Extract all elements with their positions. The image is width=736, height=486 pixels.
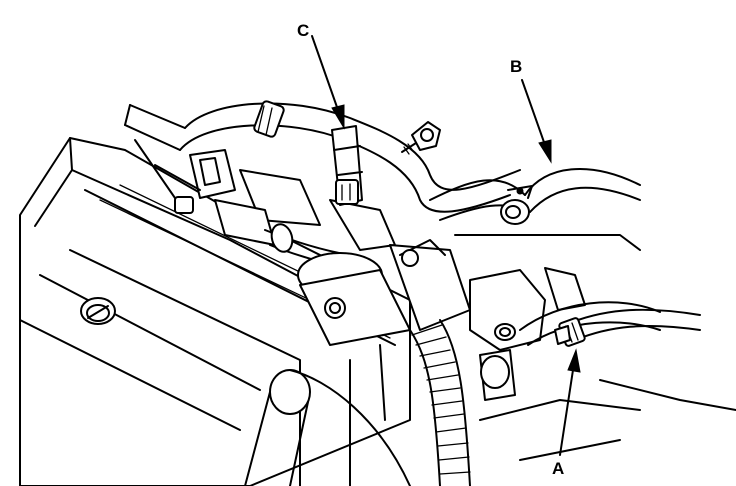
throttle-assembly — [297, 239, 661, 401]
callout-a-label: A — [552, 459, 564, 478]
hose-b — [429, 168, 641, 225]
leader-b — [521, 79, 552, 164]
corrugated-harness — [409, 319, 471, 486]
filler-cap — [80, 297, 116, 325]
callout-b-label: B — [510, 57, 522, 76]
background-lines — [454, 234, 736, 461]
leader-c — [311, 35, 345, 130]
clamp-c — [331, 125, 363, 206]
upper-hose — [124, 100, 521, 213]
harness-connectors — [134, 139, 396, 269]
lower-pipe — [244, 369, 411, 486]
hose-a-clamp — [554, 308, 701, 347]
leader-a — [559, 348, 581, 456]
engine-block — [19, 137, 411, 486]
callout-c-label: C — [297, 21, 309, 40]
bolt — [401, 121, 441, 155]
